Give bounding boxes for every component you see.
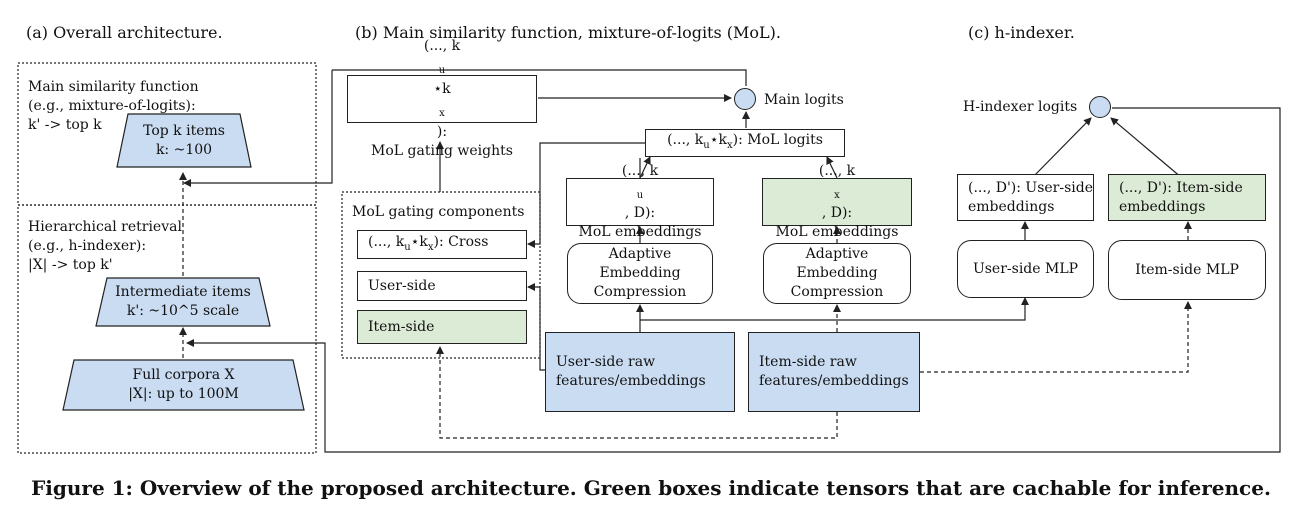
hierarchical-line-3: |X| -> top k' <box>28 257 113 273</box>
user-raw-features-box: User-side raw features/embeddings <box>545 332 735 412</box>
panel-b-title: (b) Main similarity function, mixture-of… <box>355 23 781 42</box>
user-aec-line-3: Compression <box>593 284 687 300</box>
user-raw-line-2: features/embeddings <box>556 373 706 389</box>
item-side-mlp-box: Item-side MLP <box>1108 240 1266 300</box>
top-k-title: Top k items <box>143 122 225 139</box>
panel-c-title: (c) h-indexer. <box>968 23 1075 42</box>
main-logits-label: Main logits <box>764 92 844 108</box>
item-aec-line-1: Adaptive <box>805 246 869 262</box>
intermediate-title: Intermediate items <box>115 284 251 300</box>
main-similarity-line-3: k' -> top k <box>28 117 102 133</box>
intermediate-items-node: Intermediate items k': ~10^5 scale <box>95 277 271 327</box>
main-similarity-line-2: (e.g., mixture-of-logits): <box>28 98 196 114</box>
item-aec-box: Adaptive Embedding Compression <box>763 243 911 304</box>
cross-gating-label: (..., ku⋆kx): Cross <box>368 233 489 253</box>
mol-logits-box: (..., ku⋆kx): MoL logits <box>645 129 845 157</box>
hierarchical-text: Hierarchical retrieval (e.g., h-indexer)… <box>28 218 182 275</box>
figure-caption: Figure 1: Overview of the proposed archi… <box>31 476 1271 500</box>
top-k-items-node: Top k items k: ~100 <box>116 113 252 168</box>
user-side-mlp-label: User-side MLP <box>972 260 1079 277</box>
top-k-size: k: ~100 <box>155 141 213 158</box>
main-logits-node <box>734 88 756 110</box>
gating-weights-label: MoL gating weights <box>371 142 513 159</box>
user-raw-line-1: User-side raw <box>556 354 656 370</box>
user-side-gating-label: User-side <box>368 277 436 294</box>
h-indexer-logits-node <box>1089 96 1111 118</box>
item-raw-line-2: features/embeddings <box>759 373 909 389</box>
item-aec-line-3: Compression <box>790 284 884 300</box>
h-item-embeddings-box: (..., D'): Item-side embeddings <box>1108 174 1266 221</box>
mol-logits-label: (..., ku⋆kx): MoL logits <box>667 132 823 151</box>
main-similarity-line-1: Main similarity function <box>28 79 199 95</box>
item-mol-emb-label: MoL embeddings <box>775 224 899 241</box>
user-aec-line-1: Adaptive <box>608 246 672 262</box>
user-side-gating-box: User-side <box>357 271 527 301</box>
item-side-gating-box: Item-side <box>357 310 527 344</box>
h-item-emb-line-2: embeddings <box>1119 198 1206 215</box>
user-side-mlp-box: User-side MLP <box>957 240 1094 298</box>
item-raw-line-1: Item-side raw <box>759 354 857 370</box>
item-aec-line-2: Embedding <box>796 265 878 281</box>
cross-gating-box: (..., ku⋆kx): Cross <box>357 230 527 259</box>
hierarchical-line-1: Hierarchical retrieval <box>28 219 182 235</box>
intermediate-size: k': ~10^5 scale <box>126 303 240 319</box>
h-user-emb-line-2: embeddings <box>968 198 1055 215</box>
item-side-gating-label: Item-side <box>368 318 435 335</box>
full-corpora-node: Full corpora X |X|: up to 100M <box>62 359 305 411</box>
user-aec-line-2: Embedding <box>599 265 681 281</box>
full-corpora-title: Full corpora X <box>132 367 235 383</box>
h-indexer-logits-label: H-indexer logits <box>963 99 1078 115</box>
item-side-mlp-label: Item-side MLP <box>1135 261 1239 278</box>
hierarchical-line-2: (e.g., h-indexer): <box>28 238 147 254</box>
h-item-emb-line-1: (..., D'): Item-side <box>1119 179 1243 196</box>
item-raw-features-box: Item-side raw features/embeddings <box>748 332 920 412</box>
gating-components-title: MoL gating components <box>352 204 525 220</box>
user-aec-box: Adaptive Embedding Compression <box>567 243 713 304</box>
user-mol-emb-label: MoL embeddings <box>578 224 702 241</box>
full-corpora-size: |X|: up to 100M <box>128 386 239 402</box>
main-similarity-text: Main similarity function (e.g., mixture-… <box>28 78 199 135</box>
panel-a-title: (a) Overall architecture. <box>26 23 223 42</box>
h-user-emb-line-1: (..., D'): User-side <box>968 179 1094 196</box>
h-user-embeddings-box: (..., D'): User-side embeddings <box>957 174 1094 221</box>
